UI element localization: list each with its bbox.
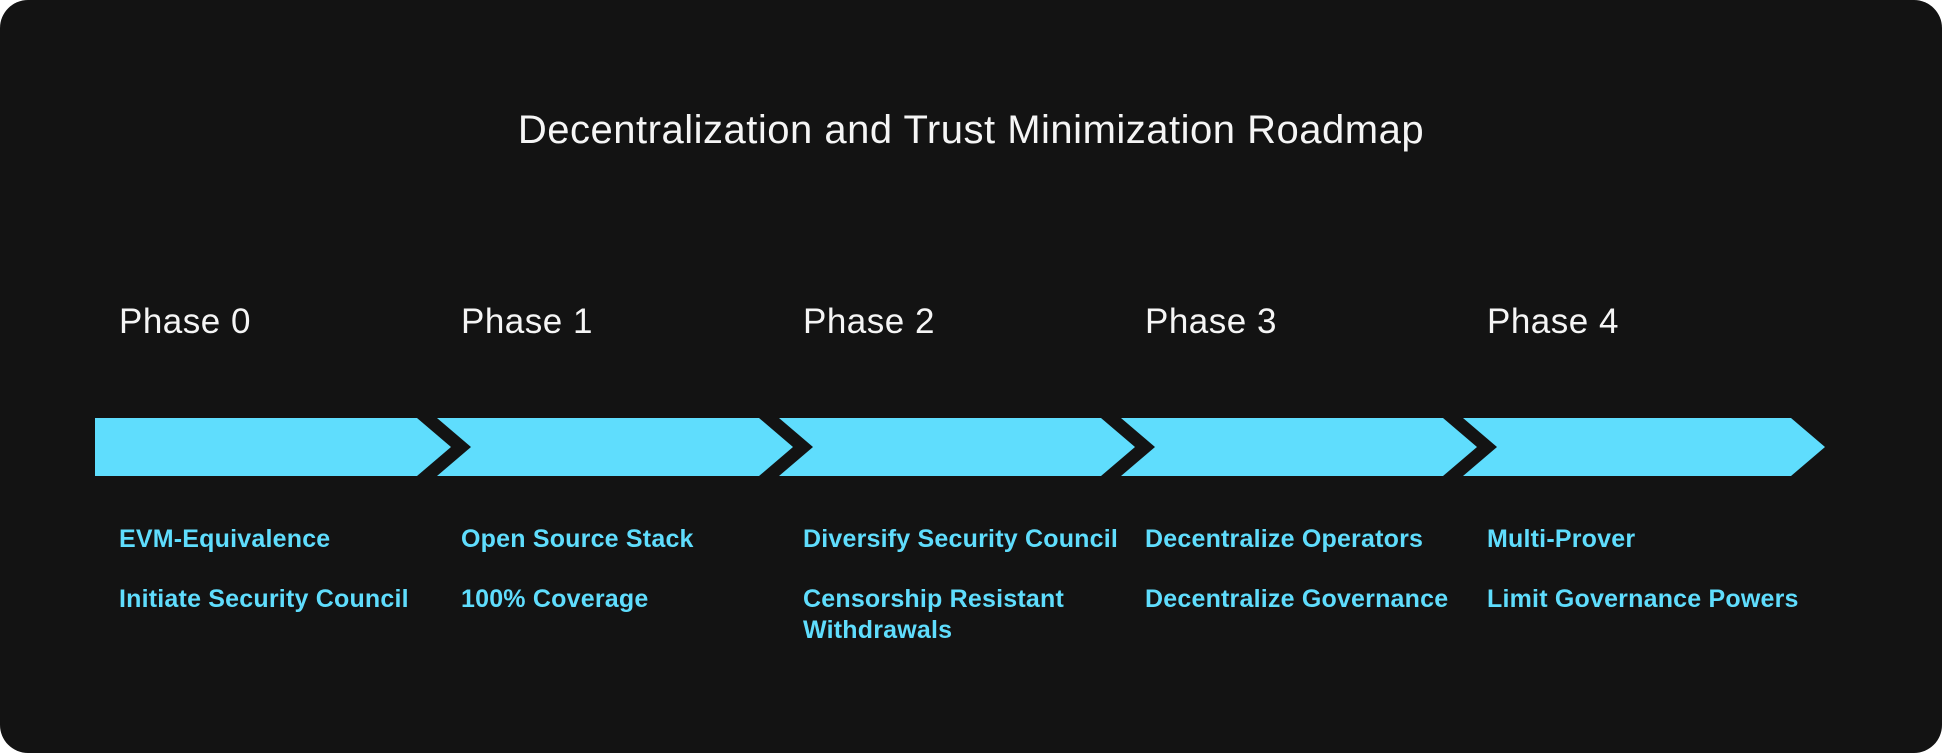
roadmap-grid: Phase 0 Phase 1 Phase 2 Phase 3 Phase 4 xyxy=(95,300,1825,675)
phase-column-3: Phase 3 xyxy=(1121,300,1463,344)
phase-labels-row: Phase 0 Phase 1 Phase 2 Phase 3 Phase 4 xyxy=(95,300,1825,344)
phase-column-1: Phase 1 xyxy=(437,300,779,344)
phase-item: Initiate Security Council xyxy=(119,585,409,613)
phase-column-4: Phase 4 xyxy=(1463,300,1825,344)
phase-item: Multi-Prover xyxy=(1487,525,1636,553)
phase-label: Phase 0 xyxy=(119,302,251,341)
phase-item: Diversify Security Council xyxy=(803,525,1119,553)
phase-items-4: Multi-Prover Limit Governance Powers xyxy=(1463,524,1825,675)
phase-label: Phase 4 xyxy=(1487,302,1619,341)
phase-item: Decentralize Operators xyxy=(1145,525,1424,553)
roadmap-arrow-band xyxy=(95,418,1825,476)
phase-item: Decentralize Governance xyxy=(1145,585,1449,613)
phase-arrow-0 xyxy=(95,418,451,476)
phase-column-2: Phase 2 xyxy=(779,300,1121,344)
phase-items-0: EVM-Equivalence Initiate Security Counci… xyxy=(95,524,437,675)
phase-item: 100% Coverage xyxy=(461,585,649,613)
phase-label: Phase 1 xyxy=(461,302,593,341)
phase-arrow-1 xyxy=(437,418,793,476)
phase-item: Open Source Stack xyxy=(461,525,694,553)
phase-items-2: Diversify Security Council Censorship Re… xyxy=(779,524,1121,675)
phase-arrow-2 xyxy=(779,418,1135,476)
page-title: Decentralization and Trust Minimization … xyxy=(517,108,1425,152)
phase-items-1: Open Source Stack 100% Coverage xyxy=(437,524,779,675)
phase-items-row: EVM-Equivalence Initiate Security Counci… xyxy=(95,524,1825,675)
phase-label: Phase 2 xyxy=(803,302,935,341)
phase-items-3: Decentralize Operators Decentralize Gove… xyxy=(1121,524,1463,675)
phase-column-0: Phase 0 xyxy=(95,300,437,344)
phase-item: Limit Governance Powers xyxy=(1487,585,1799,613)
phase-arrow-3 xyxy=(1121,418,1477,476)
phase-item: EVM-Equivalence xyxy=(119,525,331,553)
phase-label: Phase 3 xyxy=(1145,302,1277,341)
phase-arrow-4 xyxy=(1463,418,1825,476)
phase-item: Censorship Resistant Withdrawals xyxy=(803,585,1065,644)
